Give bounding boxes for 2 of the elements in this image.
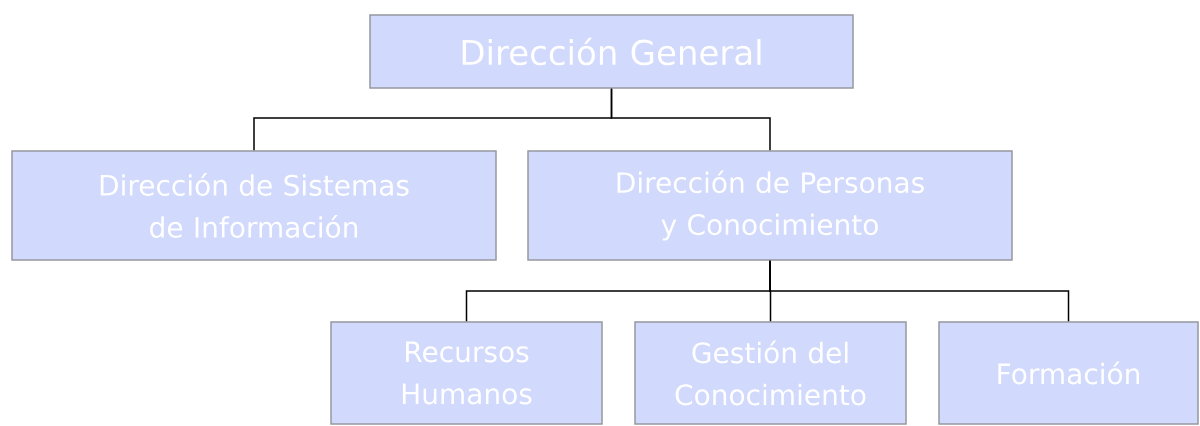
connector-line [610,88,771,151]
connector-line [769,260,1070,322]
